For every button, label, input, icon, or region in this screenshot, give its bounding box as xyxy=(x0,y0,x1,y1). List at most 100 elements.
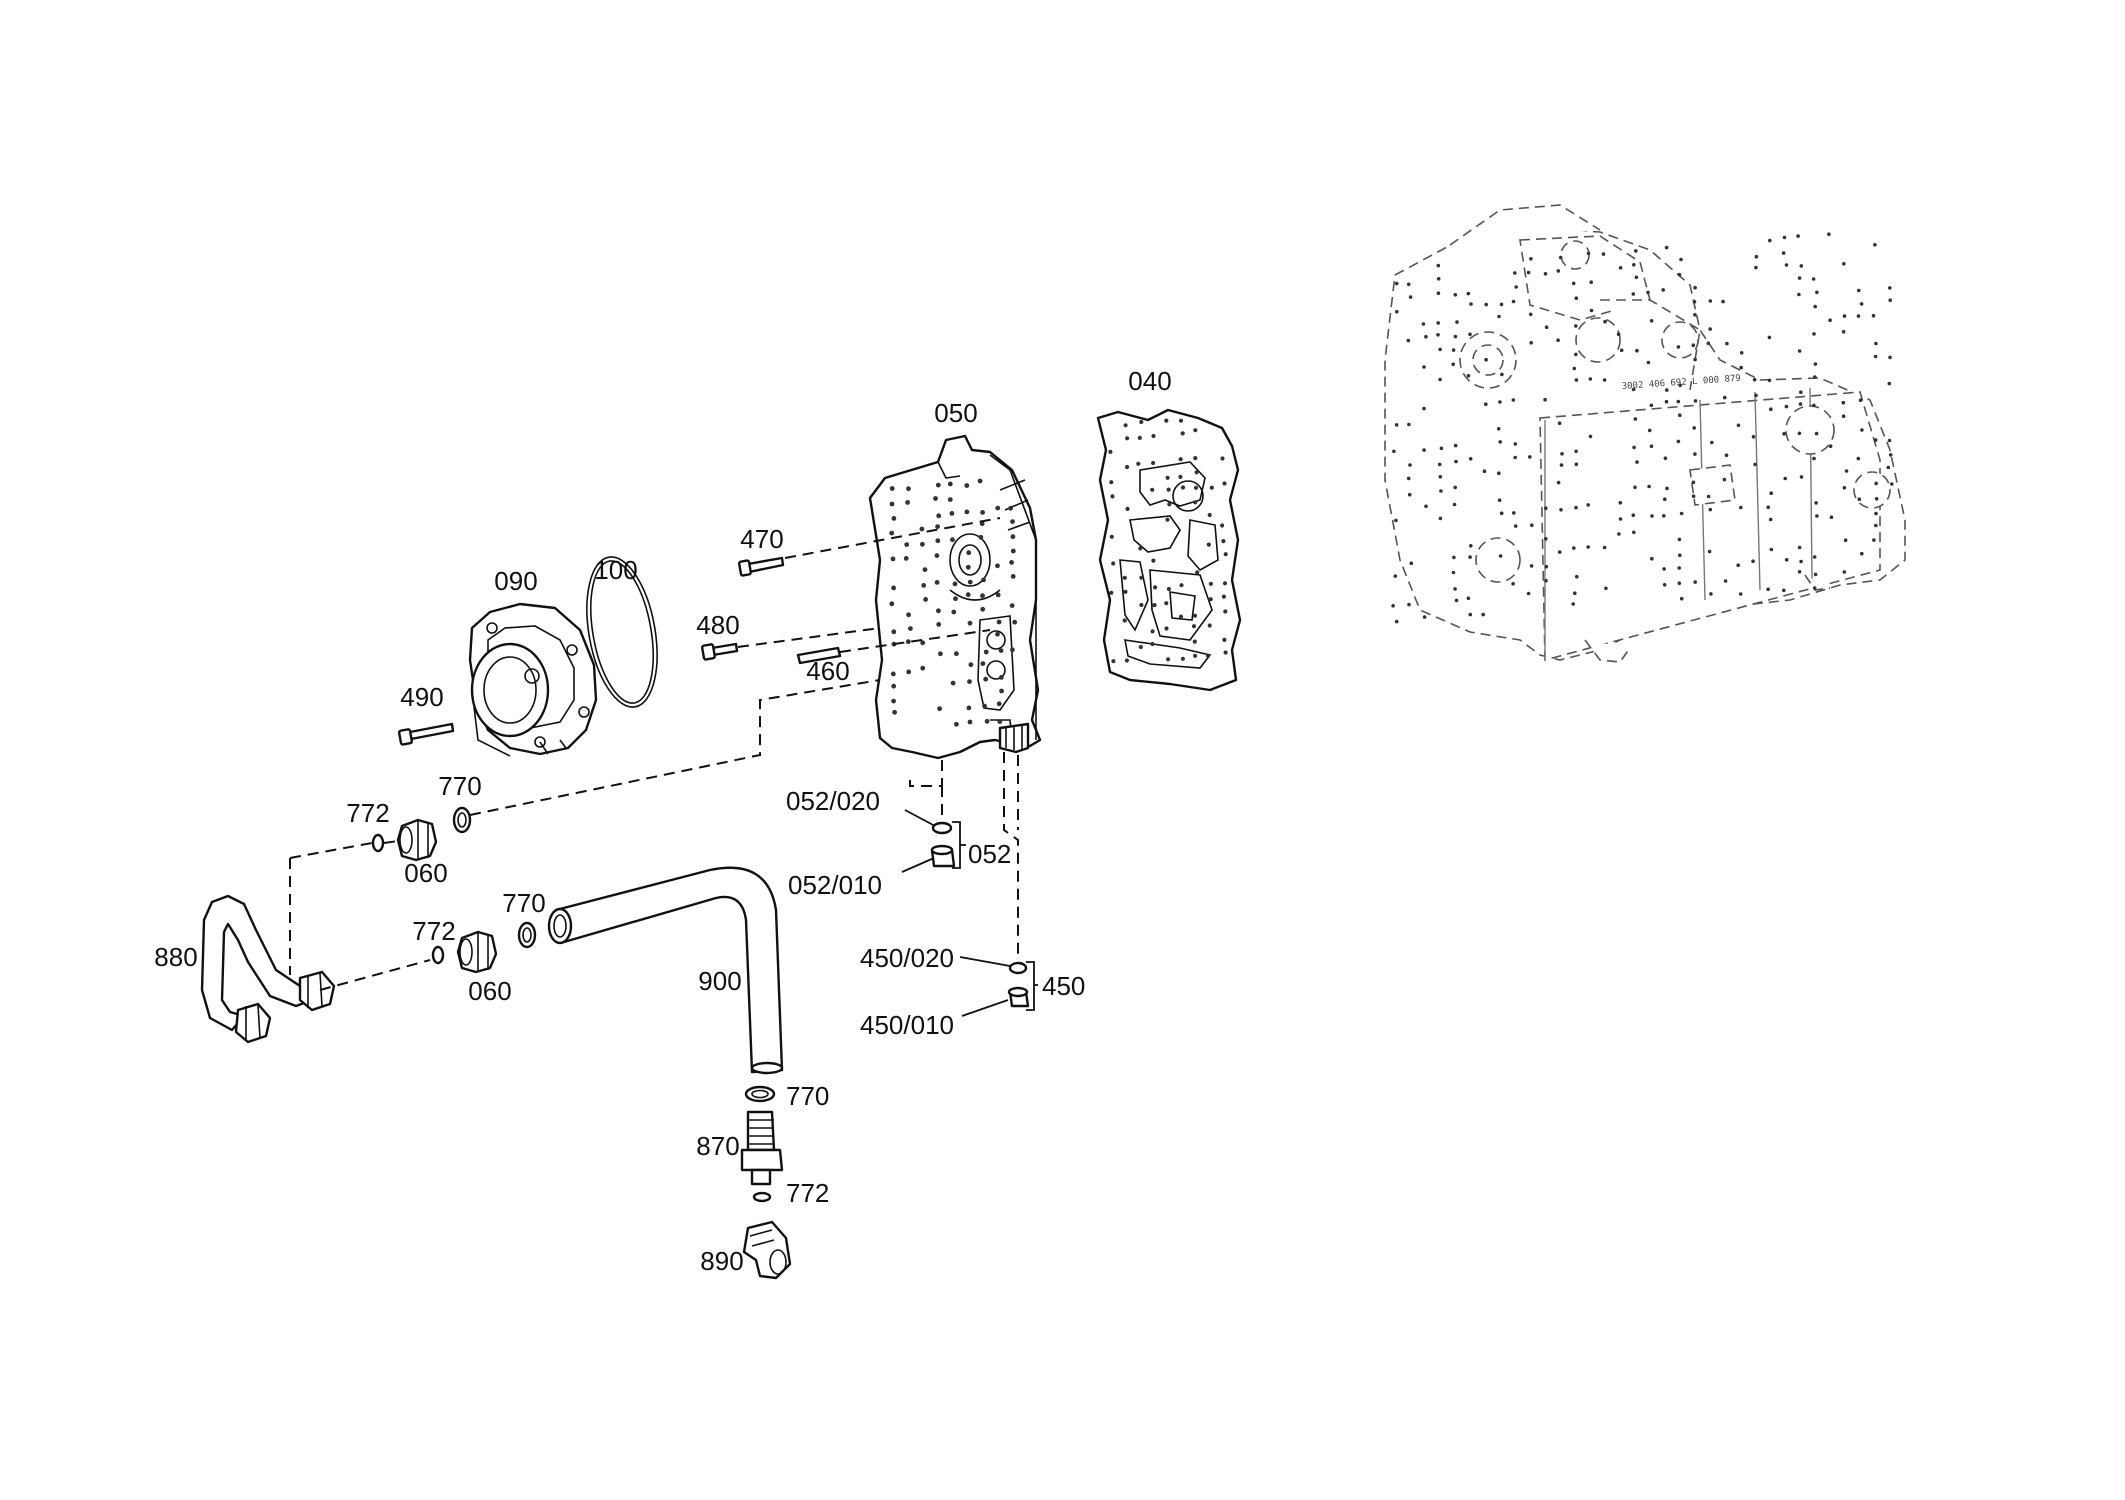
part-770-seal-lower xyxy=(517,921,537,949)
valve-plate-hole xyxy=(1192,639,1197,644)
valve-body-hole xyxy=(908,626,913,631)
housing-hole xyxy=(1556,338,1560,343)
housing-hole xyxy=(1710,440,1714,445)
housing-hole xyxy=(1708,507,1713,512)
housing-hole xyxy=(1438,516,1443,521)
housing-hole xyxy=(1692,300,1697,304)
valve-body-hole xyxy=(891,698,896,704)
valve-body-hole xyxy=(996,619,1002,625)
housing-hole xyxy=(1888,453,1893,457)
housing-hole xyxy=(1814,431,1819,436)
valve-plate-hole xyxy=(1221,539,1226,544)
valve-plate-hole xyxy=(1178,474,1183,479)
housing-hole xyxy=(1813,375,1817,379)
housing-hole xyxy=(1424,504,1428,509)
part-770-seal-bottom xyxy=(744,1085,776,1103)
housing-hole xyxy=(1586,545,1590,549)
housing-hole xyxy=(1769,407,1773,412)
label-050: 050 xyxy=(934,398,977,428)
housing-hole xyxy=(1451,570,1456,575)
housing-hole xyxy=(1812,555,1817,559)
housing-hole xyxy=(1665,388,1669,392)
housing-hole xyxy=(1677,566,1681,570)
valve-plate-hole xyxy=(1208,581,1213,586)
valve-plate-hole xyxy=(1205,653,1211,658)
housing-hole xyxy=(1586,503,1590,507)
valve-body-hole xyxy=(934,553,940,558)
housing-hole xyxy=(1783,476,1787,481)
housing-hole xyxy=(1677,272,1682,277)
housing-hole xyxy=(1438,347,1442,352)
housing-hole xyxy=(1767,378,1772,383)
valve-plate-hole xyxy=(1111,659,1116,664)
housing-hole xyxy=(1739,351,1744,355)
housing-hole xyxy=(1736,563,1740,567)
valve-body-hole xyxy=(995,563,1000,569)
housing-hole xyxy=(1782,432,1786,436)
housing-hole xyxy=(1394,281,1399,286)
housing-hole xyxy=(1574,296,1579,301)
housing-hole xyxy=(1662,583,1667,587)
housing-hole xyxy=(1481,612,1485,617)
housing-hole xyxy=(1407,492,1412,497)
housing-hole xyxy=(1769,491,1773,496)
valve-body-hole xyxy=(983,676,989,682)
housing-hole xyxy=(1571,602,1575,606)
valve-plate-hole xyxy=(1151,433,1156,439)
housing-hole xyxy=(1858,398,1863,403)
valve-plate-hole xyxy=(1164,601,1169,606)
valve-body-hole xyxy=(890,671,896,677)
valve-body-hole xyxy=(966,705,972,711)
part-090-pump xyxy=(468,602,598,757)
label-772-upper: 772 xyxy=(346,798,389,828)
valve-body-hole xyxy=(923,597,928,602)
valve-body-hole xyxy=(952,581,958,587)
valve-plate-hole xyxy=(1139,419,1144,425)
valve-body-hole xyxy=(980,593,985,599)
housing-hole xyxy=(1406,476,1411,481)
housing-hole xyxy=(1693,357,1697,362)
valve-body-hole xyxy=(949,511,955,516)
housing-hole xyxy=(1500,372,1504,377)
housing-hole xyxy=(1738,592,1743,596)
housing-hole xyxy=(1498,440,1502,444)
housing-hole xyxy=(1754,393,1758,398)
housing-hole xyxy=(1691,343,1696,348)
valve-body-hole xyxy=(965,564,971,570)
valve-body-hole xyxy=(1010,647,1015,653)
housing-hole xyxy=(1799,559,1803,564)
housing-hole xyxy=(1484,402,1488,407)
valve-plate-hole xyxy=(1208,597,1213,602)
label-880: 880 xyxy=(154,942,197,972)
housing-hole xyxy=(1529,341,1533,345)
housing-hole xyxy=(1676,399,1681,404)
part-060-fitting-upper xyxy=(396,818,438,862)
housing-hole xyxy=(1815,514,1819,518)
housing-hole xyxy=(1676,439,1681,444)
valve-plate-hole xyxy=(1206,542,1211,547)
part-890-elbow xyxy=(742,1220,792,1280)
housing-hole xyxy=(1530,523,1534,527)
housing-hole xyxy=(1736,423,1741,428)
valve-plate-hole xyxy=(1122,618,1127,623)
housing-hole xyxy=(1499,511,1504,515)
housing-hole xyxy=(1754,254,1759,259)
housing-hole xyxy=(1436,263,1441,268)
valve-body-hole xyxy=(999,688,1004,694)
part-040-plate xyxy=(1096,408,1242,692)
valve-body-hole xyxy=(889,601,895,607)
housing-hole xyxy=(1604,586,1608,591)
valve-body-hole xyxy=(998,648,1004,653)
housing-hole xyxy=(1693,580,1697,584)
housing-hole xyxy=(1859,302,1864,306)
housing-hole xyxy=(1437,462,1442,467)
housing-hole xyxy=(1813,572,1818,577)
valve-body-hole xyxy=(889,530,895,536)
housing-hole xyxy=(1724,453,1729,458)
housing-hole xyxy=(1466,291,1471,296)
housing-hole xyxy=(1422,406,1426,411)
valve-plate-hole xyxy=(1109,590,1114,595)
housing-hole xyxy=(1649,319,1654,323)
transmission-housing-ghost: 3002 406 692 L 000 879 xyxy=(1384,204,1906,663)
valve-body-hole xyxy=(1010,534,1016,540)
